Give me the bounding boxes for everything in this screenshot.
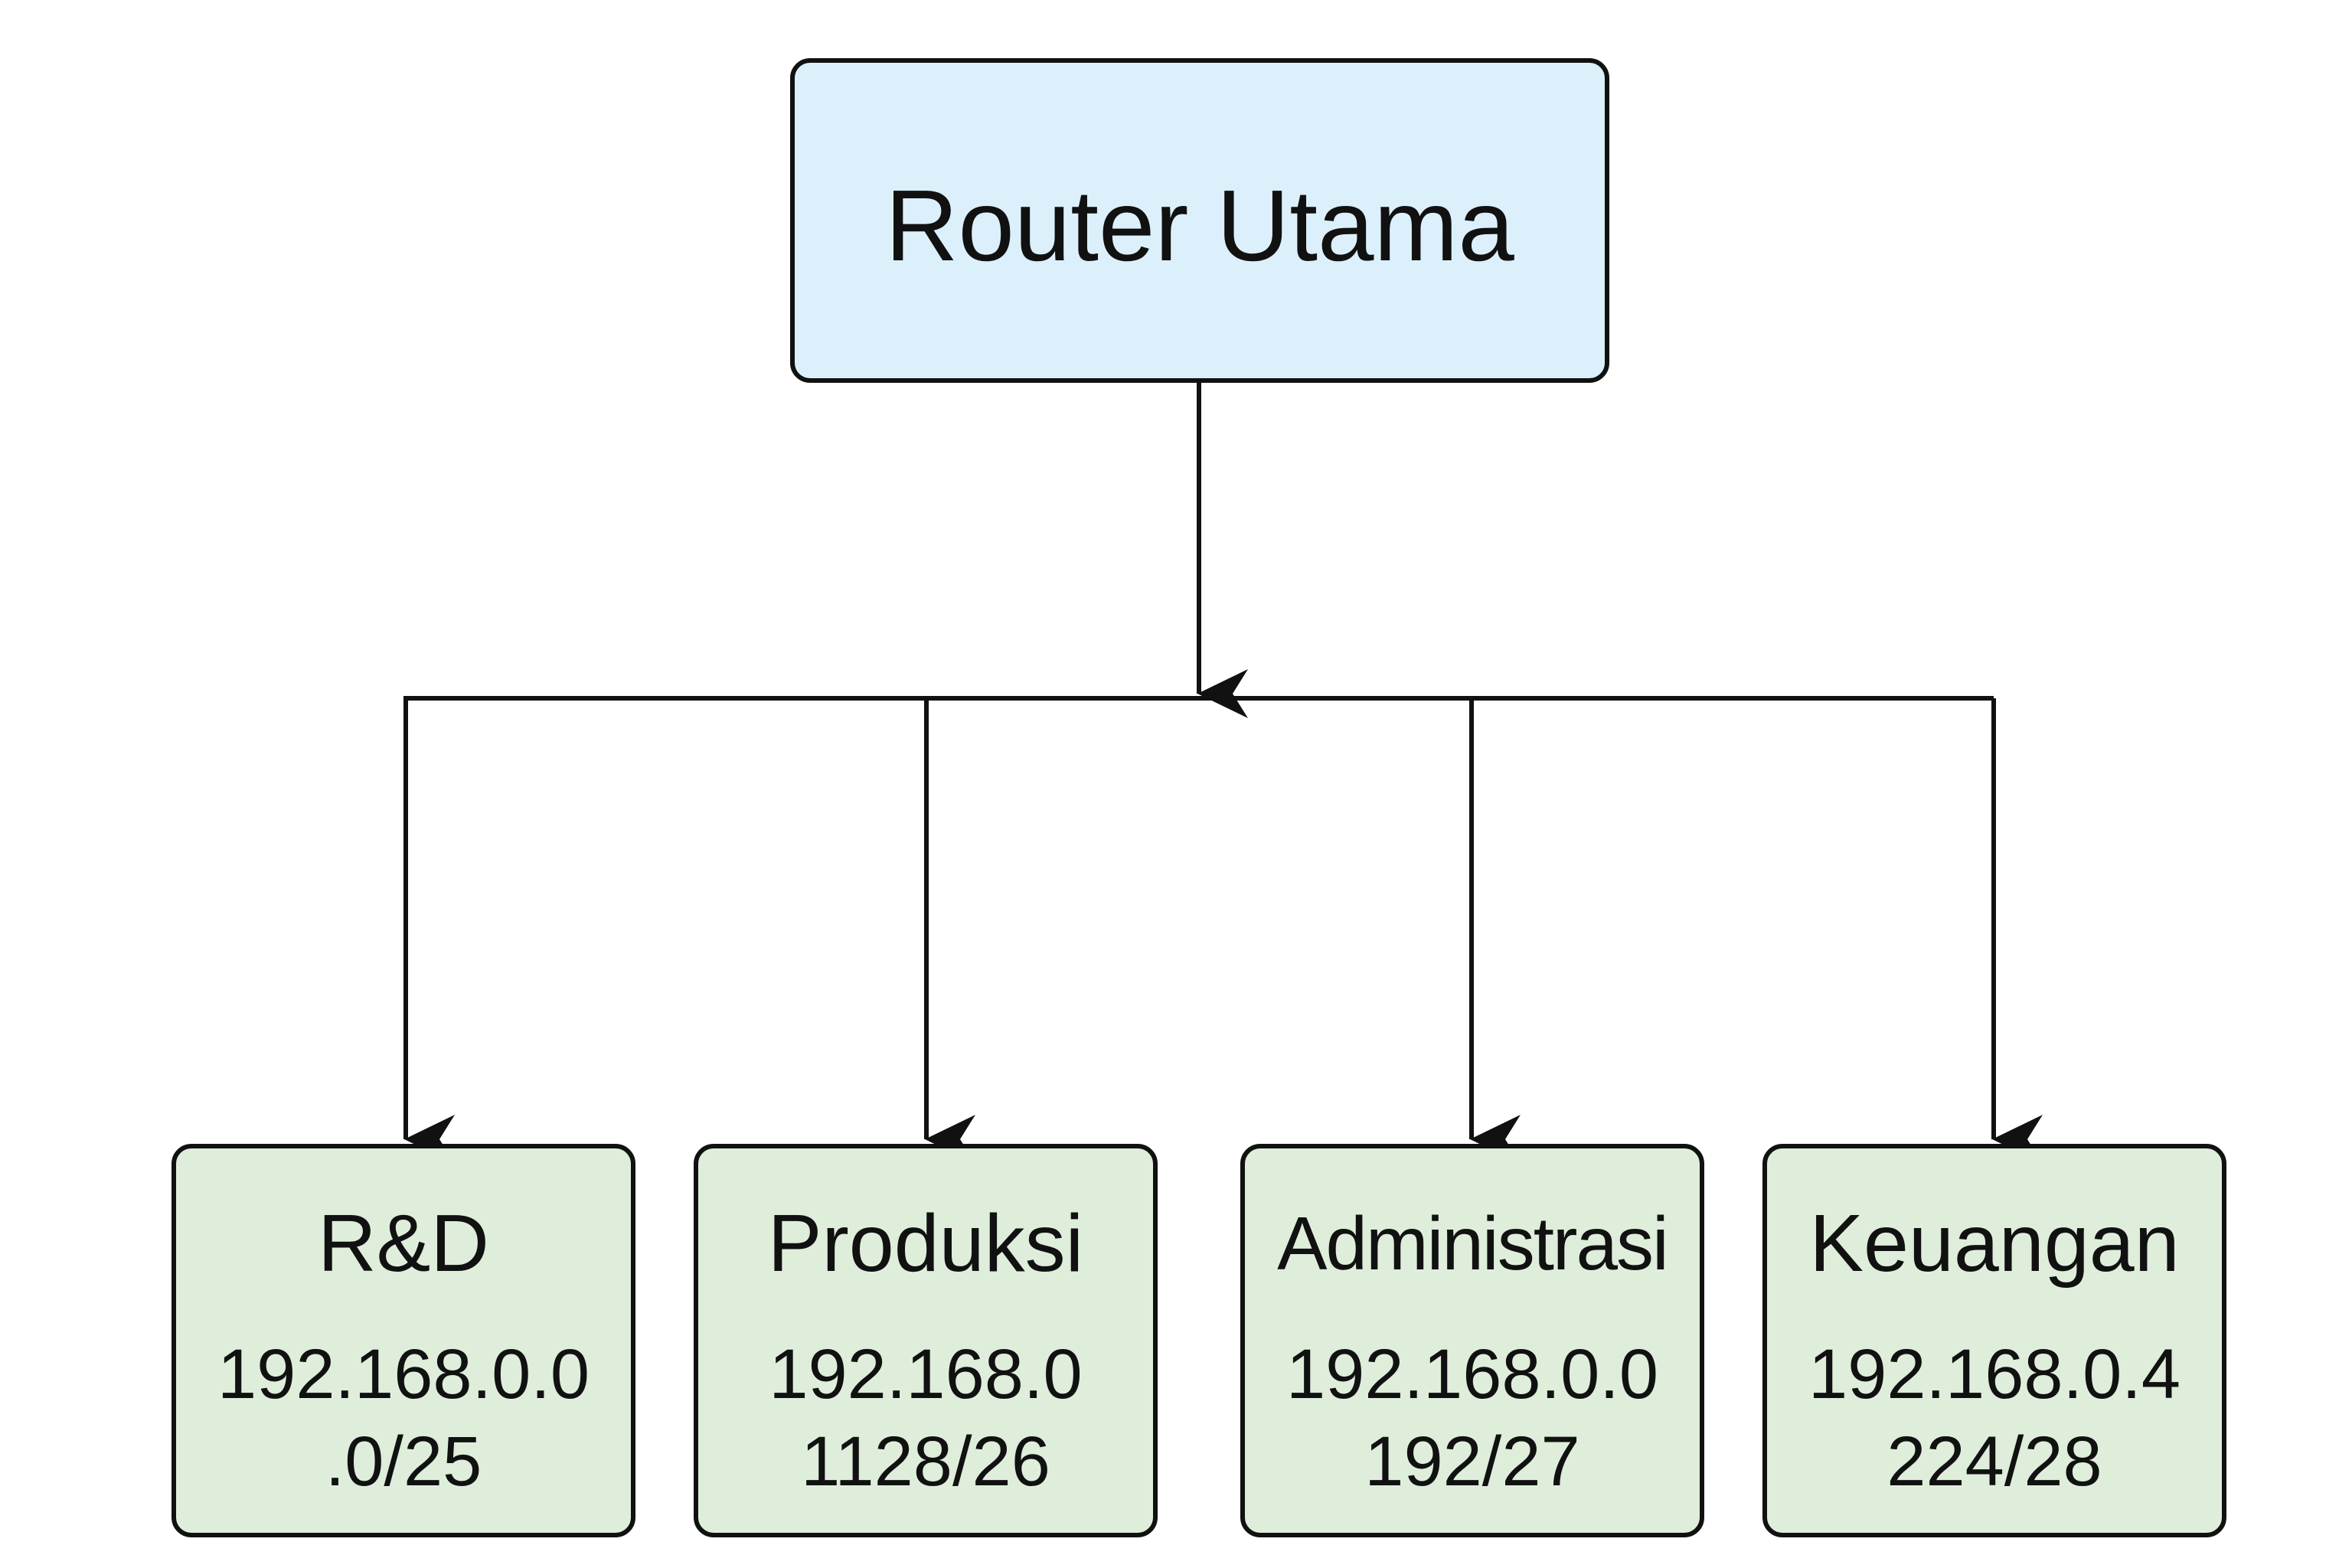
address-line: 192.168.0 [769,1335,1083,1413]
department-node-administrasi: Administrasi 192.168.0.0 192/27 [1240,1144,1704,1537]
address-line: 224/28 [1886,1423,2102,1501]
address-line: 192.168.0.0 [1285,1335,1658,1413]
address-line: 192/27 [1364,1423,1580,1501]
router-utama-node: Router Utama [790,58,1609,383]
address-line: .0/25 [325,1423,482,1501]
department-node-rnd: R&D 192.168.0.0 .0/25 [172,1144,635,1537]
department-address: 192.168.0 1128/26 [698,1331,1153,1505]
department-address: 192.168.0.0 192/27 [1245,1331,1700,1505]
department-node-produksi: Produksi 192.168.0 1128/26 [694,1144,1158,1537]
address-line: 192.168.0.0 [217,1335,590,1413]
department-name: Keuangan [1809,1198,2180,1289]
department-name: Produksi [767,1198,1084,1289]
address-line: 1128/26 [801,1423,1050,1501]
department-name: Administrasi [1277,1201,1669,1285]
department-node-keuangan: Keuangan 192.168.0.4 224/28 [1762,1144,2226,1537]
department-address: 192.168.0.4 224/28 [1767,1331,2222,1505]
address-line: 192.168.0.4 [1808,1335,2180,1413]
router-label: Router Utama [885,169,1514,282]
department-name: R&D [318,1198,489,1289]
department-address: 192.168.0.0 .0/25 [176,1331,631,1505]
